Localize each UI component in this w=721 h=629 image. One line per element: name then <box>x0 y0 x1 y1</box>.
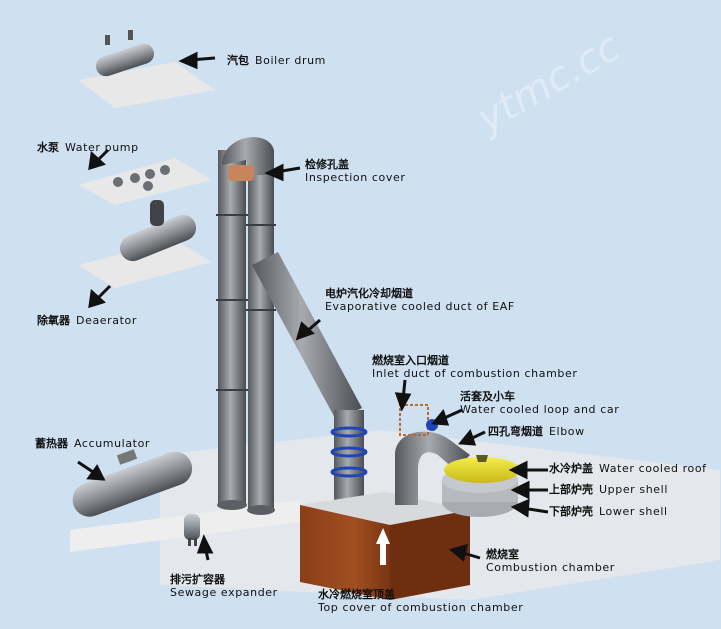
elbow-duct <box>395 431 470 505</box>
water-cooled-roof-part <box>444 457 520 483</box>
combustion-chamber-top <box>300 492 470 525</box>
top-elbow <box>222 137 274 175</box>
vertical-duct-right <box>248 160 274 510</box>
deaerator-platform <box>78 240 212 288</box>
accumulator-tank <box>72 449 193 517</box>
furnace <box>442 455 520 517</box>
inspection-cover-part <box>228 165 254 181</box>
water-pump-platform <box>78 158 212 205</box>
boiler-drum-platform <box>78 62 215 108</box>
vertical-duct-left <box>218 150 246 505</box>
boiler-drum-tank <box>95 30 155 77</box>
water-cooled-loop-part <box>399 404 429 436</box>
deaerator-tank <box>119 200 197 262</box>
sewage-expander-tank <box>184 514 200 546</box>
water-pumps <box>113 165 170 191</box>
combustion-chamber-front <box>300 505 390 600</box>
combustion-chamber-side <box>390 510 470 600</box>
inlet-arrow <box>376 528 390 565</box>
